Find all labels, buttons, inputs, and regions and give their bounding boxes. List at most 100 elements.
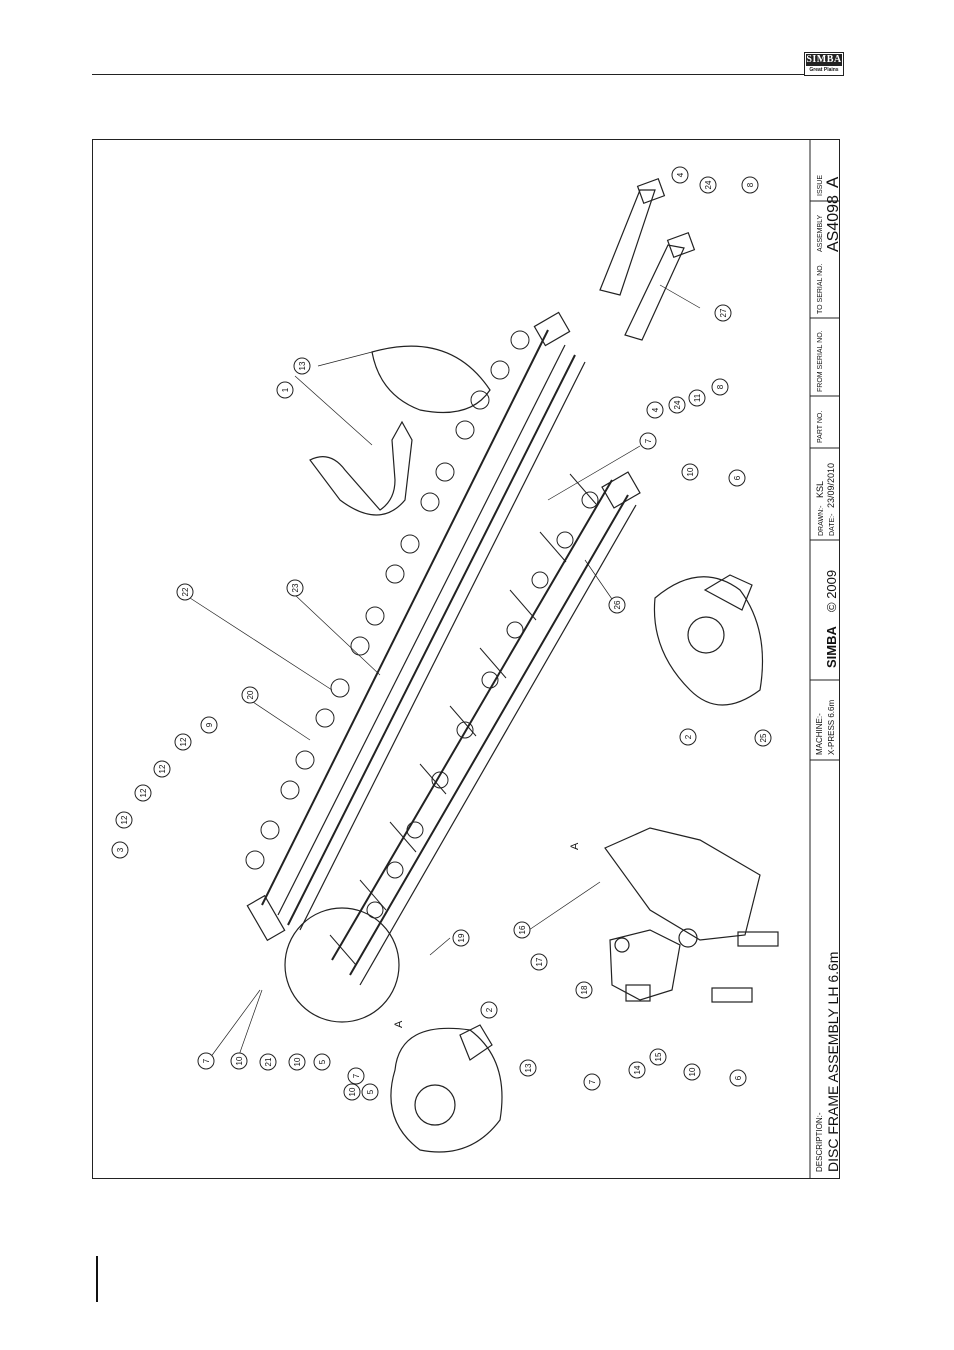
balloon-circle [671, 166, 689, 184]
item-balloon-9: 9 [200, 716, 218, 734]
date-label: DATE:- [829, 513, 836, 536]
balloon-circle [197, 1052, 215, 1070]
balloon-circle [519, 1059, 537, 1077]
right-disc-assembly [653, 574, 764, 706]
item-balloon-24: 24 [699, 176, 717, 194]
item-balloon-5: 5 [361, 1083, 379, 1101]
top-disc-assembly [309, 345, 491, 516]
balloon-number: 4 [651, 407, 660, 412]
drawn-value: KSL [815, 481, 825, 498]
balloon-circle [728, 469, 746, 487]
balloon-circle [174, 733, 192, 751]
balloon-number: 10 [686, 467, 695, 476]
item-balloon-12: 12 [174, 733, 192, 751]
description-value: DISC FRAME ASSEMBLY LH 6.6m [825, 952, 841, 1172]
balloon-number: 7 [352, 1073, 361, 1078]
balloon-circle [681, 463, 699, 481]
balloon-circle [276, 381, 294, 399]
balloon-number: 13 [298, 361, 307, 370]
balloon-circle [699, 176, 717, 194]
drawing-frame [92, 139, 840, 1179]
balloon-circle [714, 304, 732, 322]
to-serial-label: TO SERIAL NO. [817, 263, 824, 314]
balloon-circle [583, 1073, 601, 1091]
balloon-circle [134, 784, 152, 802]
item-balloon-22: 22 [176, 583, 194, 601]
item-balloon-10: 10 [230, 1052, 248, 1070]
balloon-number: 8 [746, 182, 755, 187]
item-balloon-6: 6 [728, 469, 746, 487]
balloon-circle [679, 728, 697, 746]
item-balloon-19: 19 [452, 929, 470, 947]
leader-lines [189, 284, 701, 1059]
item-balloon-11: 11 [688, 389, 706, 407]
balloon-circle [313, 1053, 331, 1071]
top-bearing-housings [245, 330, 530, 870]
lower-bearing-housings [366, 491, 599, 919]
assembly-label: ASSEMBLY [817, 214, 824, 252]
balloon-number: 24 [673, 400, 682, 409]
balloon-circle [688, 389, 706, 407]
date-value: 23/09/2010 [826, 463, 836, 508]
hydraulic-arms [599, 178, 696, 341]
balloon-circle [343, 1083, 361, 1101]
balloon-number: 12 [139, 788, 148, 797]
balloon-number: 20 [246, 690, 255, 699]
balloon-circle [153, 760, 171, 778]
balloon-number: 6 [733, 475, 742, 480]
balloon-circle [200, 716, 218, 734]
balloon-number: 5 [318, 1059, 327, 1064]
footer-bar [96, 1256, 98, 1302]
balloon-circle [111, 841, 129, 859]
balloon-number: 10 [688, 1067, 697, 1076]
issue-label: ISSUE [817, 175, 824, 196]
balloon-number: 12 [120, 815, 129, 824]
balloon-number: 16 [518, 925, 527, 934]
item-balloon-16: 16 [513, 921, 531, 939]
balloon-circle [729, 1069, 747, 1087]
copyright: © 2009 [824, 570, 839, 612]
item-balloon-10: 10 [683, 1063, 701, 1081]
header-logo-subtext: Great Plains [809, 67, 839, 73]
item-balloon-10: 10 [288, 1053, 306, 1071]
balloon-circle [286, 579, 304, 597]
detail-a-label: A [569, 842, 581, 850]
title-block [809, 140, 840, 1178]
balloon-number: 25 [759, 733, 768, 742]
item-balloon-8: 8 [711, 378, 729, 396]
item-balloon-27: 27 [714, 304, 732, 322]
item-balloon-7: 7 [197, 1052, 215, 1070]
balloon-number: 21 [264, 1057, 273, 1066]
balloon-circle [513, 921, 531, 939]
balloon-number: 22 [181, 587, 190, 596]
issue-value: A [823, 176, 842, 188]
balloon-number: 10 [348, 1087, 357, 1096]
balloon-circle [649, 1048, 667, 1066]
balloon-circle [230, 1052, 248, 1070]
item-balloon-10: 10 [343, 1083, 361, 1101]
item-balloon-8: 8 [741, 176, 759, 194]
balloon-number: 12 [158, 764, 167, 773]
header-rule [92, 74, 840, 75]
balloon-circle [176, 583, 194, 601]
balloon-circle [452, 929, 470, 947]
balloon-circle [754, 729, 772, 747]
balloon-number: 2 [684, 734, 693, 739]
item-balloon-10: 10 [681, 463, 699, 481]
item-balloon-26: 26 [608, 596, 626, 614]
balloon-number: 1 [281, 387, 290, 392]
balloon-number: 2 [485, 1007, 494, 1012]
balloon-circle [628, 1061, 646, 1079]
balloon-number: 15 [654, 1052, 663, 1061]
balloon-circle [288, 1053, 306, 1071]
balloon-circle [259, 1053, 277, 1071]
balloon-circle [639, 432, 657, 450]
balloon-circle [608, 596, 626, 614]
item-balloon-7: 7 [347, 1067, 365, 1085]
balloon-circle [530, 953, 548, 971]
frame-beams [246, 311, 641, 986]
item-balloon-4: 4 [646, 401, 664, 419]
from-serial-label: FROM SERIAL NO. [817, 330, 824, 392]
